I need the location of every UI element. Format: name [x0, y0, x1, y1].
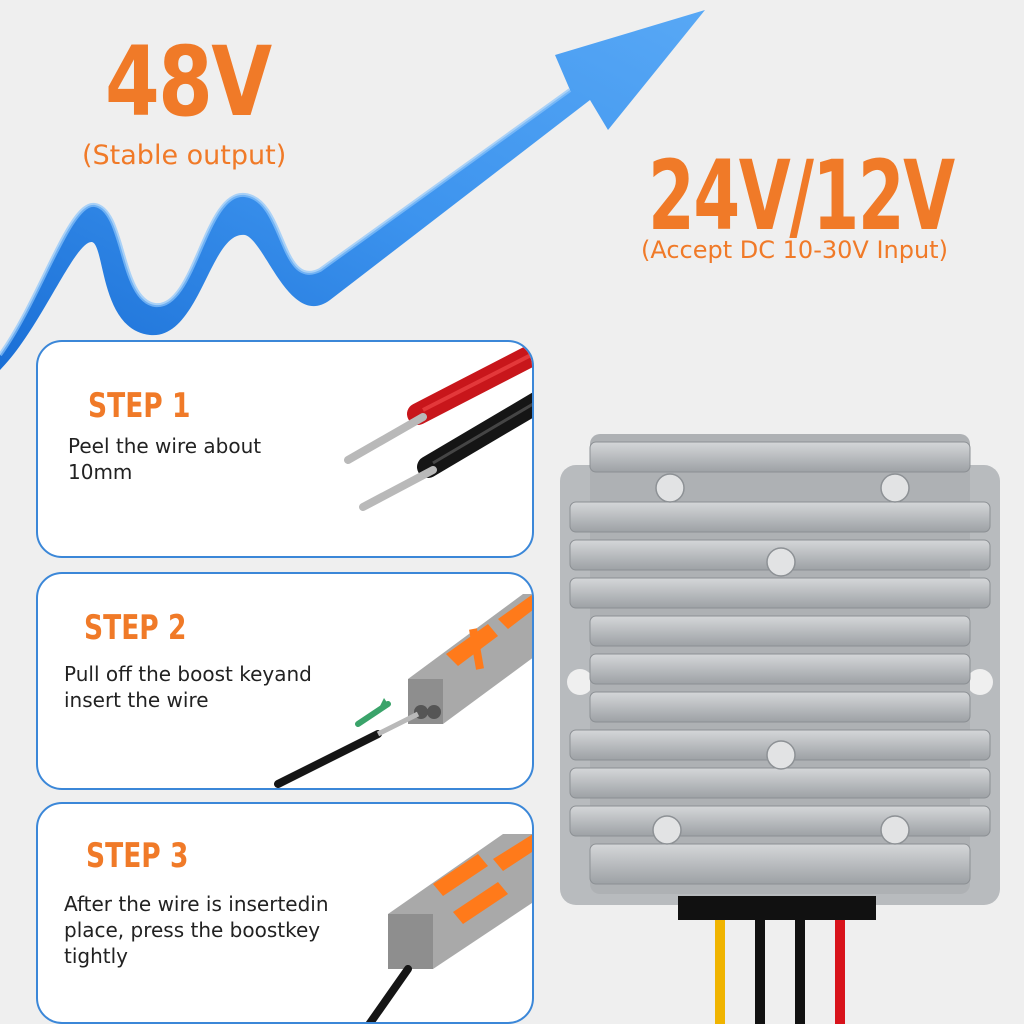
- step-2-text: Pull off the boost keyand insert the wir…: [64, 662, 312, 712]
- input-voltage-headline: 24V/12V: [648, 140, 955, 252]
- input-note: (Accept DC 10-30V Input): [641, 236, 948, 264]
- step-1-title: STEP 1: [88, 386, 191, 426]
- step-1-text: Peel the wire about 10mm: [68, 434, 262, 484]
- dc-converter-product-image: [560, 434, 1000, 1024]
- step-1-card: STEP 1 Peel the wire about 10mm: [36, 340, 534, 558]
- step-2-title: STEP 2: [84, 608, 187, 648]
- step-3-text: After the wire is insertedin place, pres…: [64, 892, 329, 968]
- output-note: (Stable output): [82, 140, 287, 171]
- connected-wire-illustration: [365, 834, 532, 1022]
- output-voltage-headline: 48V: [105, 26, 272, 138]
- step-3-title: STEP 3: [86, 836, 189, 876]
- step-2-card: STEP 2 Pull off the boost keyand insert …: [36, 572, 534, 790]
- step-3-card: STEP 3 After the wire is insertedin plac…: [36, 802, 534, 1024]
- rising-arrow-graphic: [0, 10, 705, 370]
- peeled-wires-illustration: [344, 342, 532, 511]
- lever-connector-illustration: [274, 594, 532, 788]
